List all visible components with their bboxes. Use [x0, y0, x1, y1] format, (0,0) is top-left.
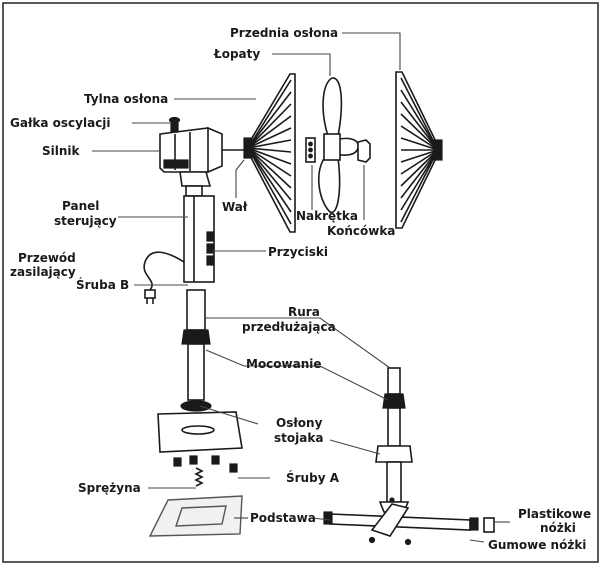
- power-cord: [143, 251, 185, 304]
- label-control-panel-line2: sterujący: [54, 214, 117, 228]
- motor: [159, 126, 246, 174]
- rear-guard: [243, 73, 296, 233]
- front-guard: [395, 71, 443, 229]
- leader-lines: [92, 32, 510, 543]
- control-panel: [183, 195, 215, 283]
- label-rubber-feet: Gumowe nóżki: [488, 538, 586, 552]
- label-spring: Sprężyna: [78, 481, 141, 495]
- label-blades: Łopaty: [213, 47, 260, 61]
- stand-cover-left: [157, 400, 243, 453]
- label-screw-b: Śruba B: [76, 277, 129, 292]
- label-base: Podstawa: [250, 511, 316, 525]
- base-right: [323, 497, 479, 546]
- label-mount: Mocowanie: [246, 357, 322, 371]
- label-oscillation-knob: Gałka oscylacji: [10, 116, 111, 130]
- labels: Przednia osłona Łopaty Tylna osłona Gałk…: [10, 26, 591, 552]
- label-front-guard: Przednia osłona: [230, 26, 338, 40]
- spring: [194, 467, 204, 487]
- label-motor: Silnik: [42, 144, 81, 158]
- label-control-panel-line1: Panel: [62, 199, 99, 213]
- base-left: [148, 495, 243, 537]
- nut: [305, 137, 316, 163]
- diagram-frame: [2, 2, 599, 563]
- label-screws-a: Śruby A: [286, 470, 340, 485]
- label-power-cord-line1: Przewód: [18, 251, 76, 265]
- label-buttons: Przyciski: [268, 245, 328, 259]
- label-extension-tube-line2: przedłużająca: [242, 320, 336, 334]
- plastic-feet: [483, 517, 495, 533]
- screws-a-left: [173, 455, 238, 473]
- label-rear-guard: Tylna osłona: [84, 92, 168, 106]
- label-plastic-feet-line2: nóżki: [540, 521, 576, 535]
- extension-tube-left: [181, 289, 211, 401]
- end-cap: [357, 139, 371, 163]
- extension-tube-right: [375, 367, 413, 513]
- label-shaft: Wał: [222, 200, 248, 214]
- motor-bracket: [179, 171, 212, 197]
- label-end-cap: Końcówka: [327, 224, 395, 238]
- label-stand-covers-line2: stojaka: [274, 431, 323, 445]
- label-nut: Nakrętka: [296, 209, 358, 223]
- label-power-cord-line2: zasilający: [10, 265, 76, 279]
- label-stand-covers-line1: Osłony: [276, 416, 323, 430]
- label-extension-tube-line1: Rura: [288, 305, 320, 319]
- label-plastic-feet-line1: Plastikowe: [518, 507, 591, 521]
- blades: [317, 77, 360, 214]
- oscillation-knob: [168, 116, 181, 133]
